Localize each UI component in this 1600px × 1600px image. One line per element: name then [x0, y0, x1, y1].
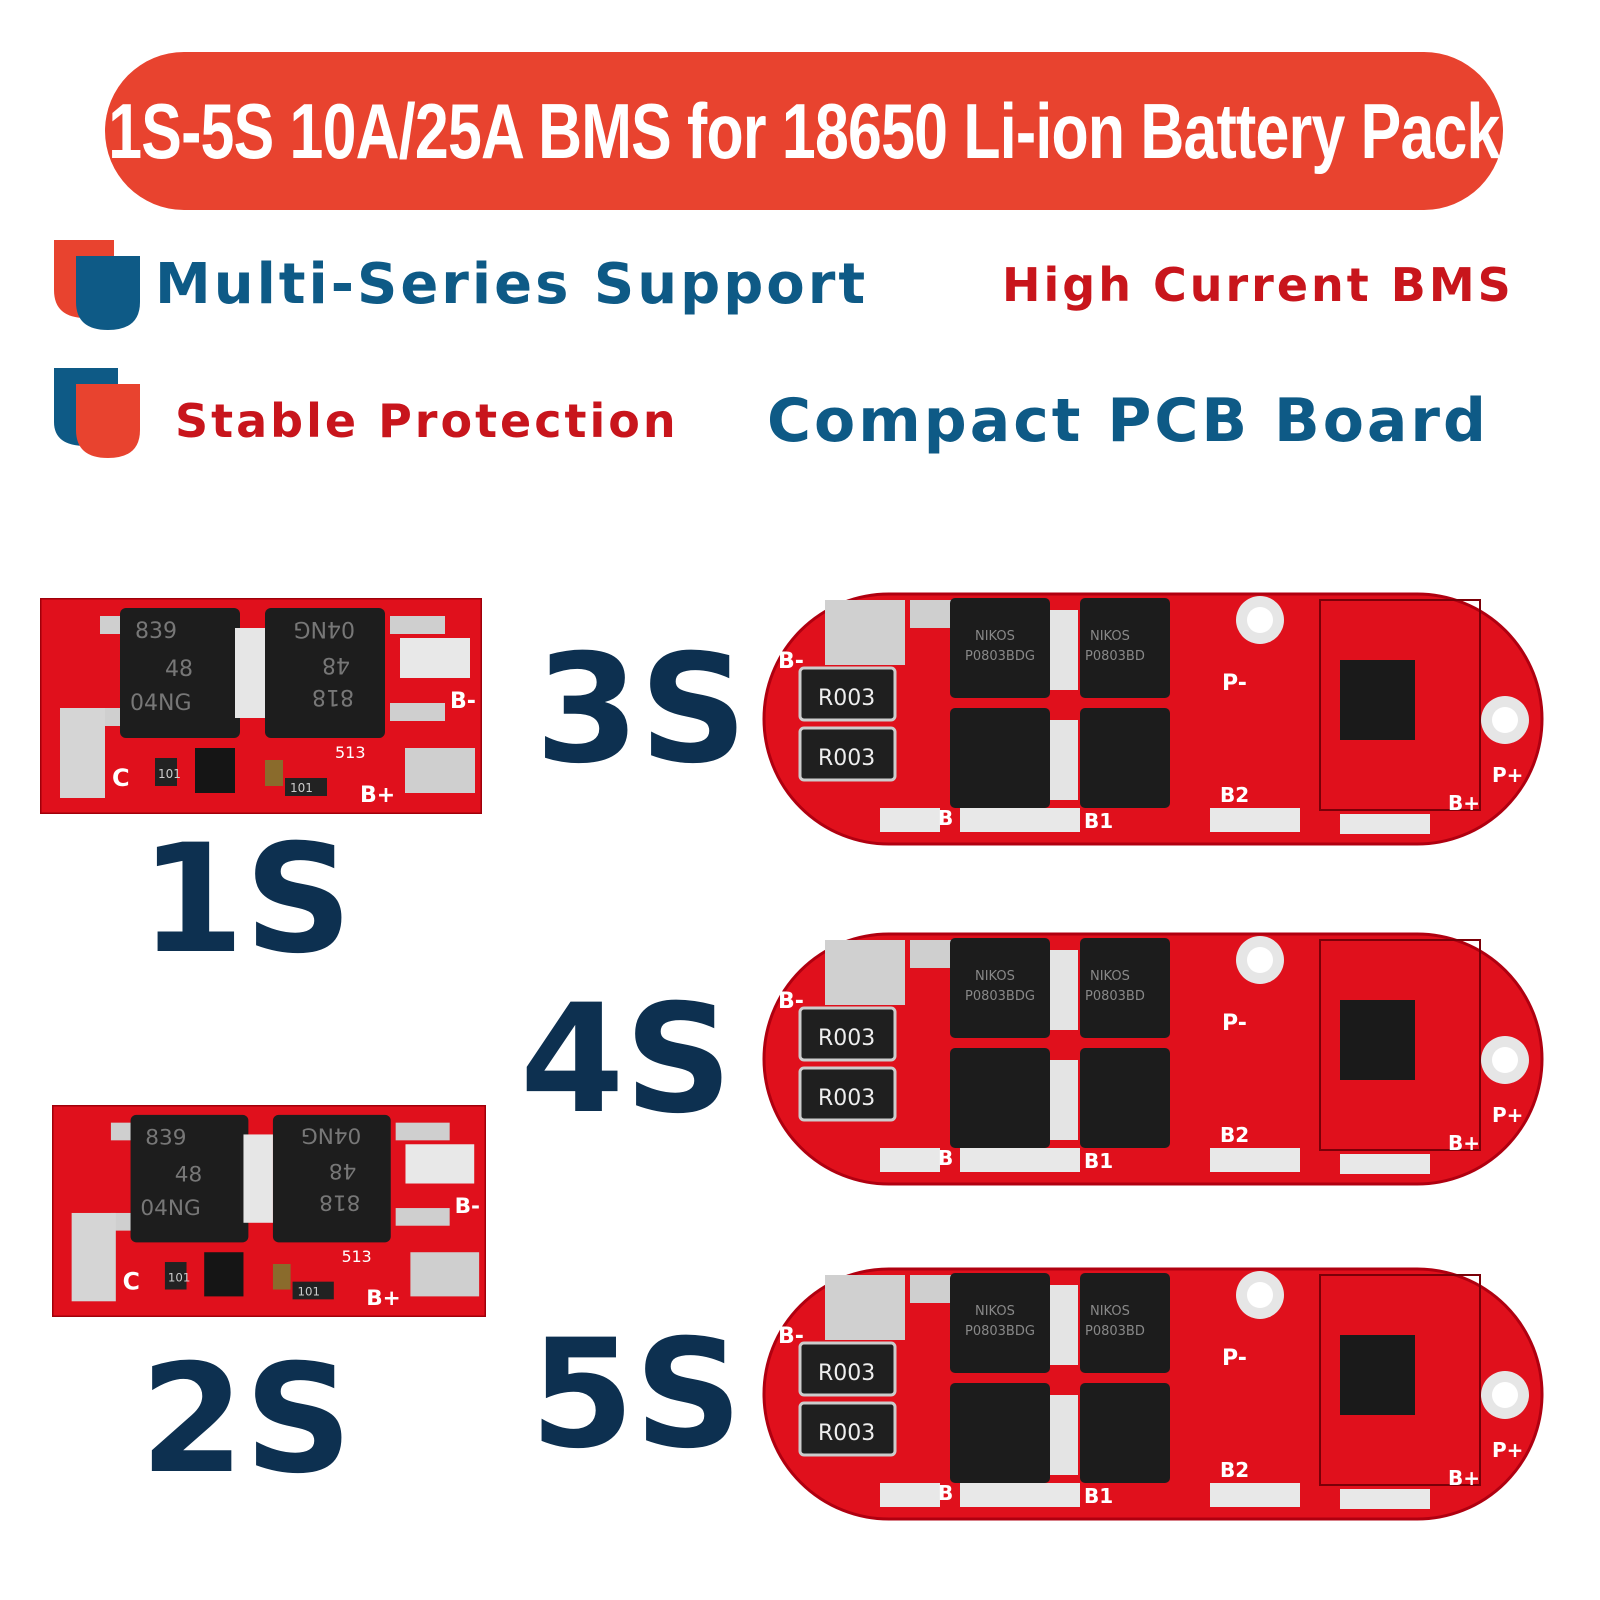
pad-label: C: [123, 1268, 140, 1296]
pad-label: C: [112, 764, 130, 792]
chip-marking: 04NG: [130, 691, 192, 716]
banner-title: 1S-5S 10A/25A BMS for 18650 Li-ion Batte…: [108, 86, 1500, 175]
chip-marking: 839: [135, 619, 177, 644]
chip-marking: 48: [322, 652, 350, 677]
chip-marking: NIKOS: [975, 629, 1015, 644]
pad-label: B+: [1448, 1131, 1480, 1155]
label-5s: 5S: [530, 1308, 743, 1482]
chip-marking: 818: [312, 684, 354, 709]
pad-label: B: [938, 1481, 953, 1505]
large-board-graphic: R003 R003 NIKOS P0803BDG NIKOS P0803BD B…: [762, 932, 1544, 1186]
pad-label: P-: [1222, 1346, 1247, 1371]
chip-marking: NIKOS: [975, 969, 1015, 984]
chip-marking: NIKOS: [975, 1304, 1015, 1319]
pad-label: 101: [158, 767, 181, 781]
feature-high-current: High Current BMS: [1002, 258, 1514, 312]
chip-marking: 48: [175, 1163, 202, 1188]
chip-marking: P0803BDG: [965, 1324, 1035, 1339]
pad-label: B+: [360, 783, 395, 808]
feature-stable-protection: Stable Protection: [175, 394, 679, 448]
chip-marking: NIKOS: [1090, 629, 1130, 644]
shield-icon: [54, 240, 140, 330]
pad-label: 101: [297, 1284, 319, 1298]
chip-marking: 04NG: [140, 1196, 200, 1221]
pad-label: B1: [1084, 1149, 1113, 1173]
feature-compact-pcb: Compact PCB Board: [767, 386, 1489, 456]
chip-marking: P0803BD: [1085, 649, 1145, 664]
pad-label: P+: [1492, 1438, 1523, 1462]
resistor-marking: R003: [818, 1361, 875, 1386]
pad-label: P-: [1222, 1011, 1247, 1036]
chip-marking: 04NG: [294, 616, 356, 641]
small-board-2s: 839 48 04NG 04NG 48 818 C B- B+ 513 101 …: [52, 1105, 486, 1317]
resistor-marking: R003: [818, 746, 875, 771]
chip-marking: 48: [329, 1158, 356, 1183]
label-1s: 1S: [140, 813, 353, 987]
pad-label: B: [938, 1146, 953, 1170]
pad-label: B2: [1220, 1123, 1249, 1147]
small-board-1s-graphic: 839 48 04NG 04NG 48 818 C B- B+ 513 101 …: [40, 598, 482, 814]
chip-marking: 839: [145, 1125, 186, 1150]
chip-marking: P0803BDG: [965, 989, 1035, 1004]
chip-marking: P0803BD: [1085, 989, 1145, 1004]
feature-multi-series: Multi-Series Support: [155, 252, 869, 317]
pad-label: 101: [168, 1271, 190, 1285]
pad-label: B-: [778, 989, 804, 1014]
chip-marking: 818: [319, 1189, 360, 1214]
chip-marking: 48: [165, 657, 193, 682]
chip-marking: P0803BDG: [965, 649, 1035, 664]
pad-label: B-: [778, 649, 804, 674]
label-2s: 2S: [140, 1333, 353, 1507]
small-board-1s: 839 48 04NG 04NG 48 818 C B- B+ 513 101 …: [40, 598, 482, 814]
shield-icon: [54, 368, 140, 458]
small-board-2s-graphic: 839 48 04NG 04NG 48 818 C B- B+ 513 101 …: [52, 1105, 486, 1317]
pad-label: 513: [335, 743, 366, 762]
pad-label: 101: [290, 781, 313, 795]
label-4s: 4S: [520, 973, 733, 1147]
pad-label: 513: [342, 1247, 372, 1266]
chip-marking: P0803BD: [1085, 1324, 1145, 1339]
pad-label: B-: [455, 1194, 480, 1219]
chip-marking: NIKOS: [1090, 969, 1130, 984]
chip-marking: 04NG: [301, 1123, 361, 1148]
pad-label: B: [938, 806, 953, 830]
pad-label: B2: [1220, 783, 1249, 807]
pad-label: B-: [778, 1324, 804, 1349]
large-board-5s: R003 R003 NIKOS P0803BDG NIKOS P0803BD B…: [760, 1265, 1546, 1525]
pad-label: P-: [1222, 671, 1247, 696]
pad-label: B2: [1220, 1458, 1249, 1482]
large-board-graphic: R003 R003 NIKOS P0803BDG NIKOS P0803BD B…: [762, 592, 1544, 846]
pad-label: B-: [450, 689, 476, 714]
pad-label: B+: [366, 1286, 401, 1311]
label-3s: 3S: [535, 623, 748, 797]
title-banner: 1S-5S 10A/25A BMS for 18650 Li-ion Batte…: [105, 52, 1503, 210]
pad-label: B+: [1448, 791, 1480, 815]
resistor-marking: R003: [818, 686, 875, 711]
large-board-graphic: R003 R003 NIKOS P0803BDG NIKOS P0803BD B…: [762, 1267, 1544, 1521]
pad-label: P+: [1492, 763, 1523, 787]
pad-label: B1: [1084, 1484, 1113, 1508]
large-board-4s: R003 R003 NIKOS P0803BDG NIKOS P0803BD B…: [760, 930, 1546, 1190]
resistor-marking: R003: [818, 1026, 875, 1051]
pad-label: P+: [1492, 1103, 1523, 1127]
pad-label: B+: [1448, 1466, 1480, 1490]
chip-marking: NIKOS: [1090, 1304, 1130, 1319]
large-board-3s: R003 R003 NIKOS P0803BDG NIKOS P0803BD B…: [760, 590, 1546, 850]
resistor-marking: R003: [818, 1421, 875, 1446]
pad-label: B1: [1084, 809, 1113, 833]
resistor-marking: R003: [818, 1086, 875, 1111]
